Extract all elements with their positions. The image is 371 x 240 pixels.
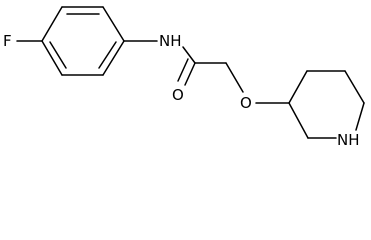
ring-bond [102,6,125,42]
aromatic-double-bond [49,41,67,69]
aromatic-double-bond [98,41,117,69]
chemical-structure-diagram: F NH O O NH [3,6,365,149]
fluorophenyl-ring [41,6,125,76]
ring-bond [344,70,365,104]
ether-oxygen-label: O [240,94,252,112]
ring-bond [41,6,63,42]
amide-nitrogen-label: NH [159,32,182,50]
ring-bond [41,40,63,76]
ring-bond [288,70,308,104]
carbonyl-double-bond [184,62,196,86]
nitrogen-carbonyl-bond [182,46,196,64]
piperidine-nitrogen-label: NH [337,131,360,149]
ring-bond [355,102,365,131]
ring-bond [102,40,125,76]
carbonyl-double-bond [177,58,189,82]
piperidine-ring [288,70,365,139]
methylene-oxygen-bond [225,62,244,93]
fluorine-atom-label: F [3,32,12,50]
ring-bond [288,102,309,139]
carbonyl-oxygen-label: O [172,86,184,104]
